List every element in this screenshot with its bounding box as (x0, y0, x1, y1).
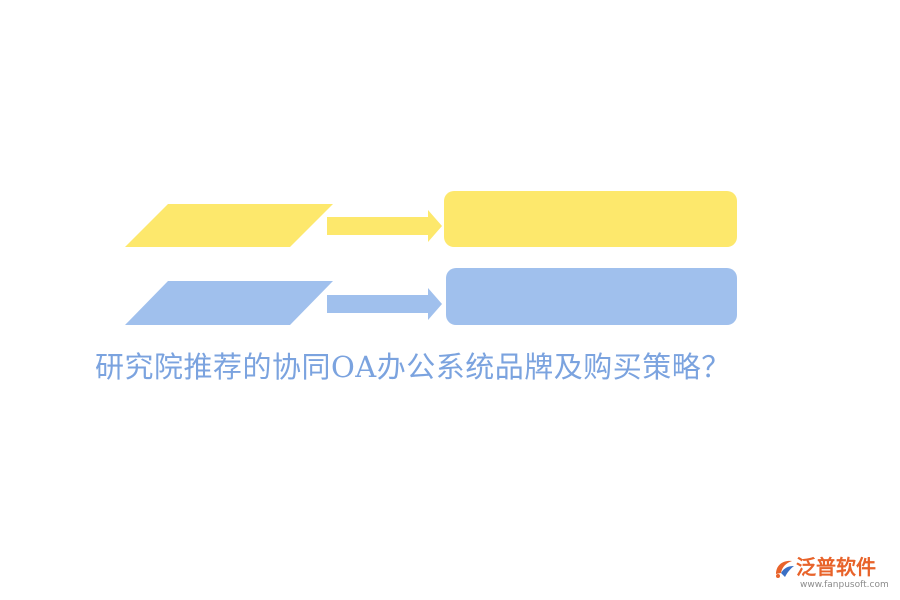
logo-url: www.fanpusoft.com (800, 580, 889, 590)
page-title: 研究院推荐的协同OA办公系统品牌及购买策略？ (95, 350, 731, 384)
fanpu-logo-icon (776, 560, 794, 578)
logo-text: 泛普软件 (796, 555, 876, 579)
blue-parallelogram (125, 281, 333, 325)
yellow-arrow-icon (327, 210, 442, 242)
blue-rounded-box (446, 268, 737, 325)
blue-arrow-icon (327, 288, 442, 320)
brand-logo: 泛普软件 www.fanpusoft.com (772, 548, 896, 596)
yellow-parallelogram (125, 204, 333, 247)
yellow-rounded-box (444, 191, 737, 247)
